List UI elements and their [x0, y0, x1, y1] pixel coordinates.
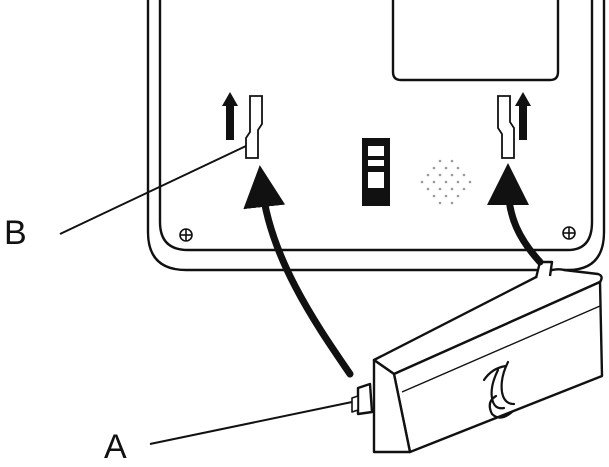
wall-mount-bracket	[351, 260, 604, 454]
grille-hole	[456, 194, 460, 198]
grille-hole	[456, 180, 460, 184]
grille-hole	[444, 166, 448, 170]
bracket-clip	[482, 360, 516, 419]
curved-arrow-icon	[243, 165, 354, 378]
grille-hole	[432, 166, 436, 170]
grille-hole	[438, 201, 442, 205]
grille-hole	[468, 180, 472, 184]
callout-b-leader	[59, 145, 247, 235]
grille-hole	[456, 166, 460, 170]
grille-hole	[438, 159, 442, 163]
grille-hole	[450, 159, 454, 163]
grille-hole	[420, 180, 424, 184]
grille-hole	[462, 187, 466, 191]
callout-a-label: A	[104, 428, 127, 466]
label-window	[391, 0, 560, 82]
arrow-up-icon	[222, 92, 238, 140]
grille-hole	[450, 187, 454, 191]
grille-hole	[444, 194, 448, 198]
mounting-slot	[497, 95, 515, 159]
grille-hole	[438, 187, 442, 191]
slide-switch	[362, 138, 390, 206]
grille-hole	[450, 201, 454, 205]
screw-icon	[179, 228, 193, 242]
curved-arrow-icon	[487, 163, 544, 266]
grille-hole	[432, 194, 436, 198]
callout-b-label: B	[4, 214, 27, 252]
device-back-panel	[146, 0, 606, 272]
callout-a-leader	[149, 401, 353, 445]
grille-hole	[444, 180, 448, 184]
grille-hole	[426, 173, 430, 177]
mounting-slot	[245, 95, 263, 159]
grille-hole	[450, 173, 454, 177]
arrow-up-icon	[515, 92, 531, 140]
speaker-grille	[420, 159, 472, 205]
grille-hole	[432, 180, 436, 184]
grille-hole	[438, 173, 442, 177]
grille-hole	[426, 187, 430, 191]
screw-icon	[562, 226, 576, 240]
grille-hole	[462, 173, 466, 177]
